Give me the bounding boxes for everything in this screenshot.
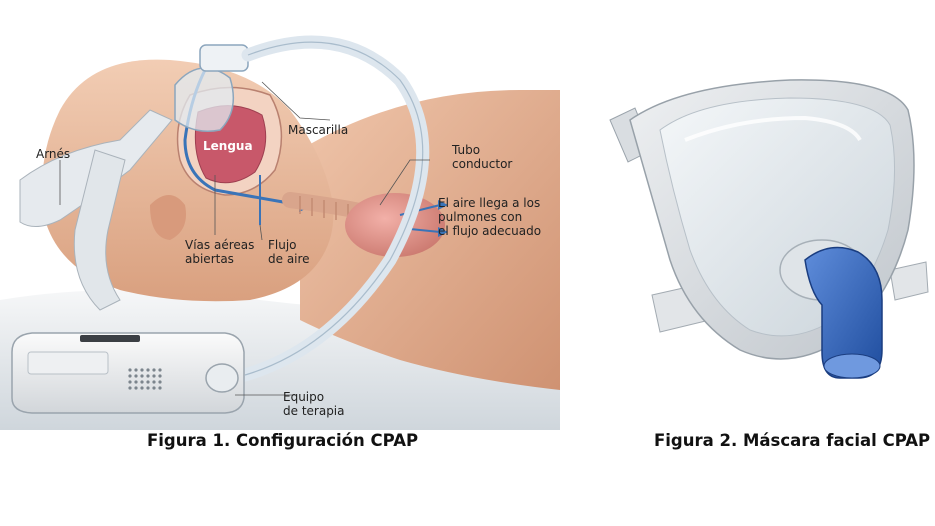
caption-figure-1: Figura 1. Configuración CPAP bbox=[147, 431, 419, 450]
ear bbox=[150, 195, 186, 240]
label-airways-line2: abiertas bbox=[185, 252, 234, 266]
caption-figure-2: Figura 2. Máscara facial CPAP bbox=[654, 431, 931, 450]
device-outlet bbox=[205, 363, 239, 393]
trachea-rings bbox=[299, 196, 349, 222]
mask-highlight bbox=[684, 115, 862, 142]
label-air-line1: El aire llega a los bbox=[438, 196, 540, 210]
label-air-line3: el flujo adecuado bbox=[438, 224, 541, 238]
label-device-line1: Equipo bbox=[283, 390, 324, 404]
lung-arrow-2 bbox=[438, 227, 448, 237]
label-air-line2: pulmones con bbox=[438, 210, 522, 224]
figure-cpap-setup: Arnés Mascarilla Lengua Tubo conductor E… bbox=[0, 0, 560, 430]
label-harness: Arnés bbox=[36, 147, 70, 161]
device-panel bbox=[27, 351, 109, 375]
cpap-setup-illustration: Arnés Mascarilla Lengua Tubo conductor E… bbox=[0, 35, 560, 430]
label-airways-line1: Vías aéreas bbox=[185, 238, 254, 252]
label-tube-line2: conductor bbox=[452, 157, 512, 171]
label-flow-line2: de aire bbox=[268, 252, 310, 266]
label-tongue: Lengua bbox=[203, 139, 253, 153]
mask-shell bbox=[174, 67, 235, 132]
leader-lines bbox=[59, 81, 430, 396]
cpap-mask-illustration bbox=[609, 79, 929, 379]
mask-elbow bbox=[199, 44, 249, 72]
device-grille bbox=[128, 368, 162, 390]
label-flow-line1: Flujo bbox=[268, 238, 297, 252]
lung-arrow-1 bbox=[438, 200, 448, 210]
label-device-line2: de terapia bbox=[283, 404, 345, 418]
label-mask: Mascarilla bbox=[288, 123, 348, 137]
label-tube-line1: Tubo bbox=[451, 143, 480, 157]
harness-lower-strap bbox=[73, 149, 126, 311]
mask-elbow-opening bbox=[823, 353, 881, 379]
mask-lower-strap-right bbox=[889, 261, 929, 301]
device-display bbox=[80, 335, 140, 342]
figure-cpap-mask bbox=[590, 0, 935, 430]
